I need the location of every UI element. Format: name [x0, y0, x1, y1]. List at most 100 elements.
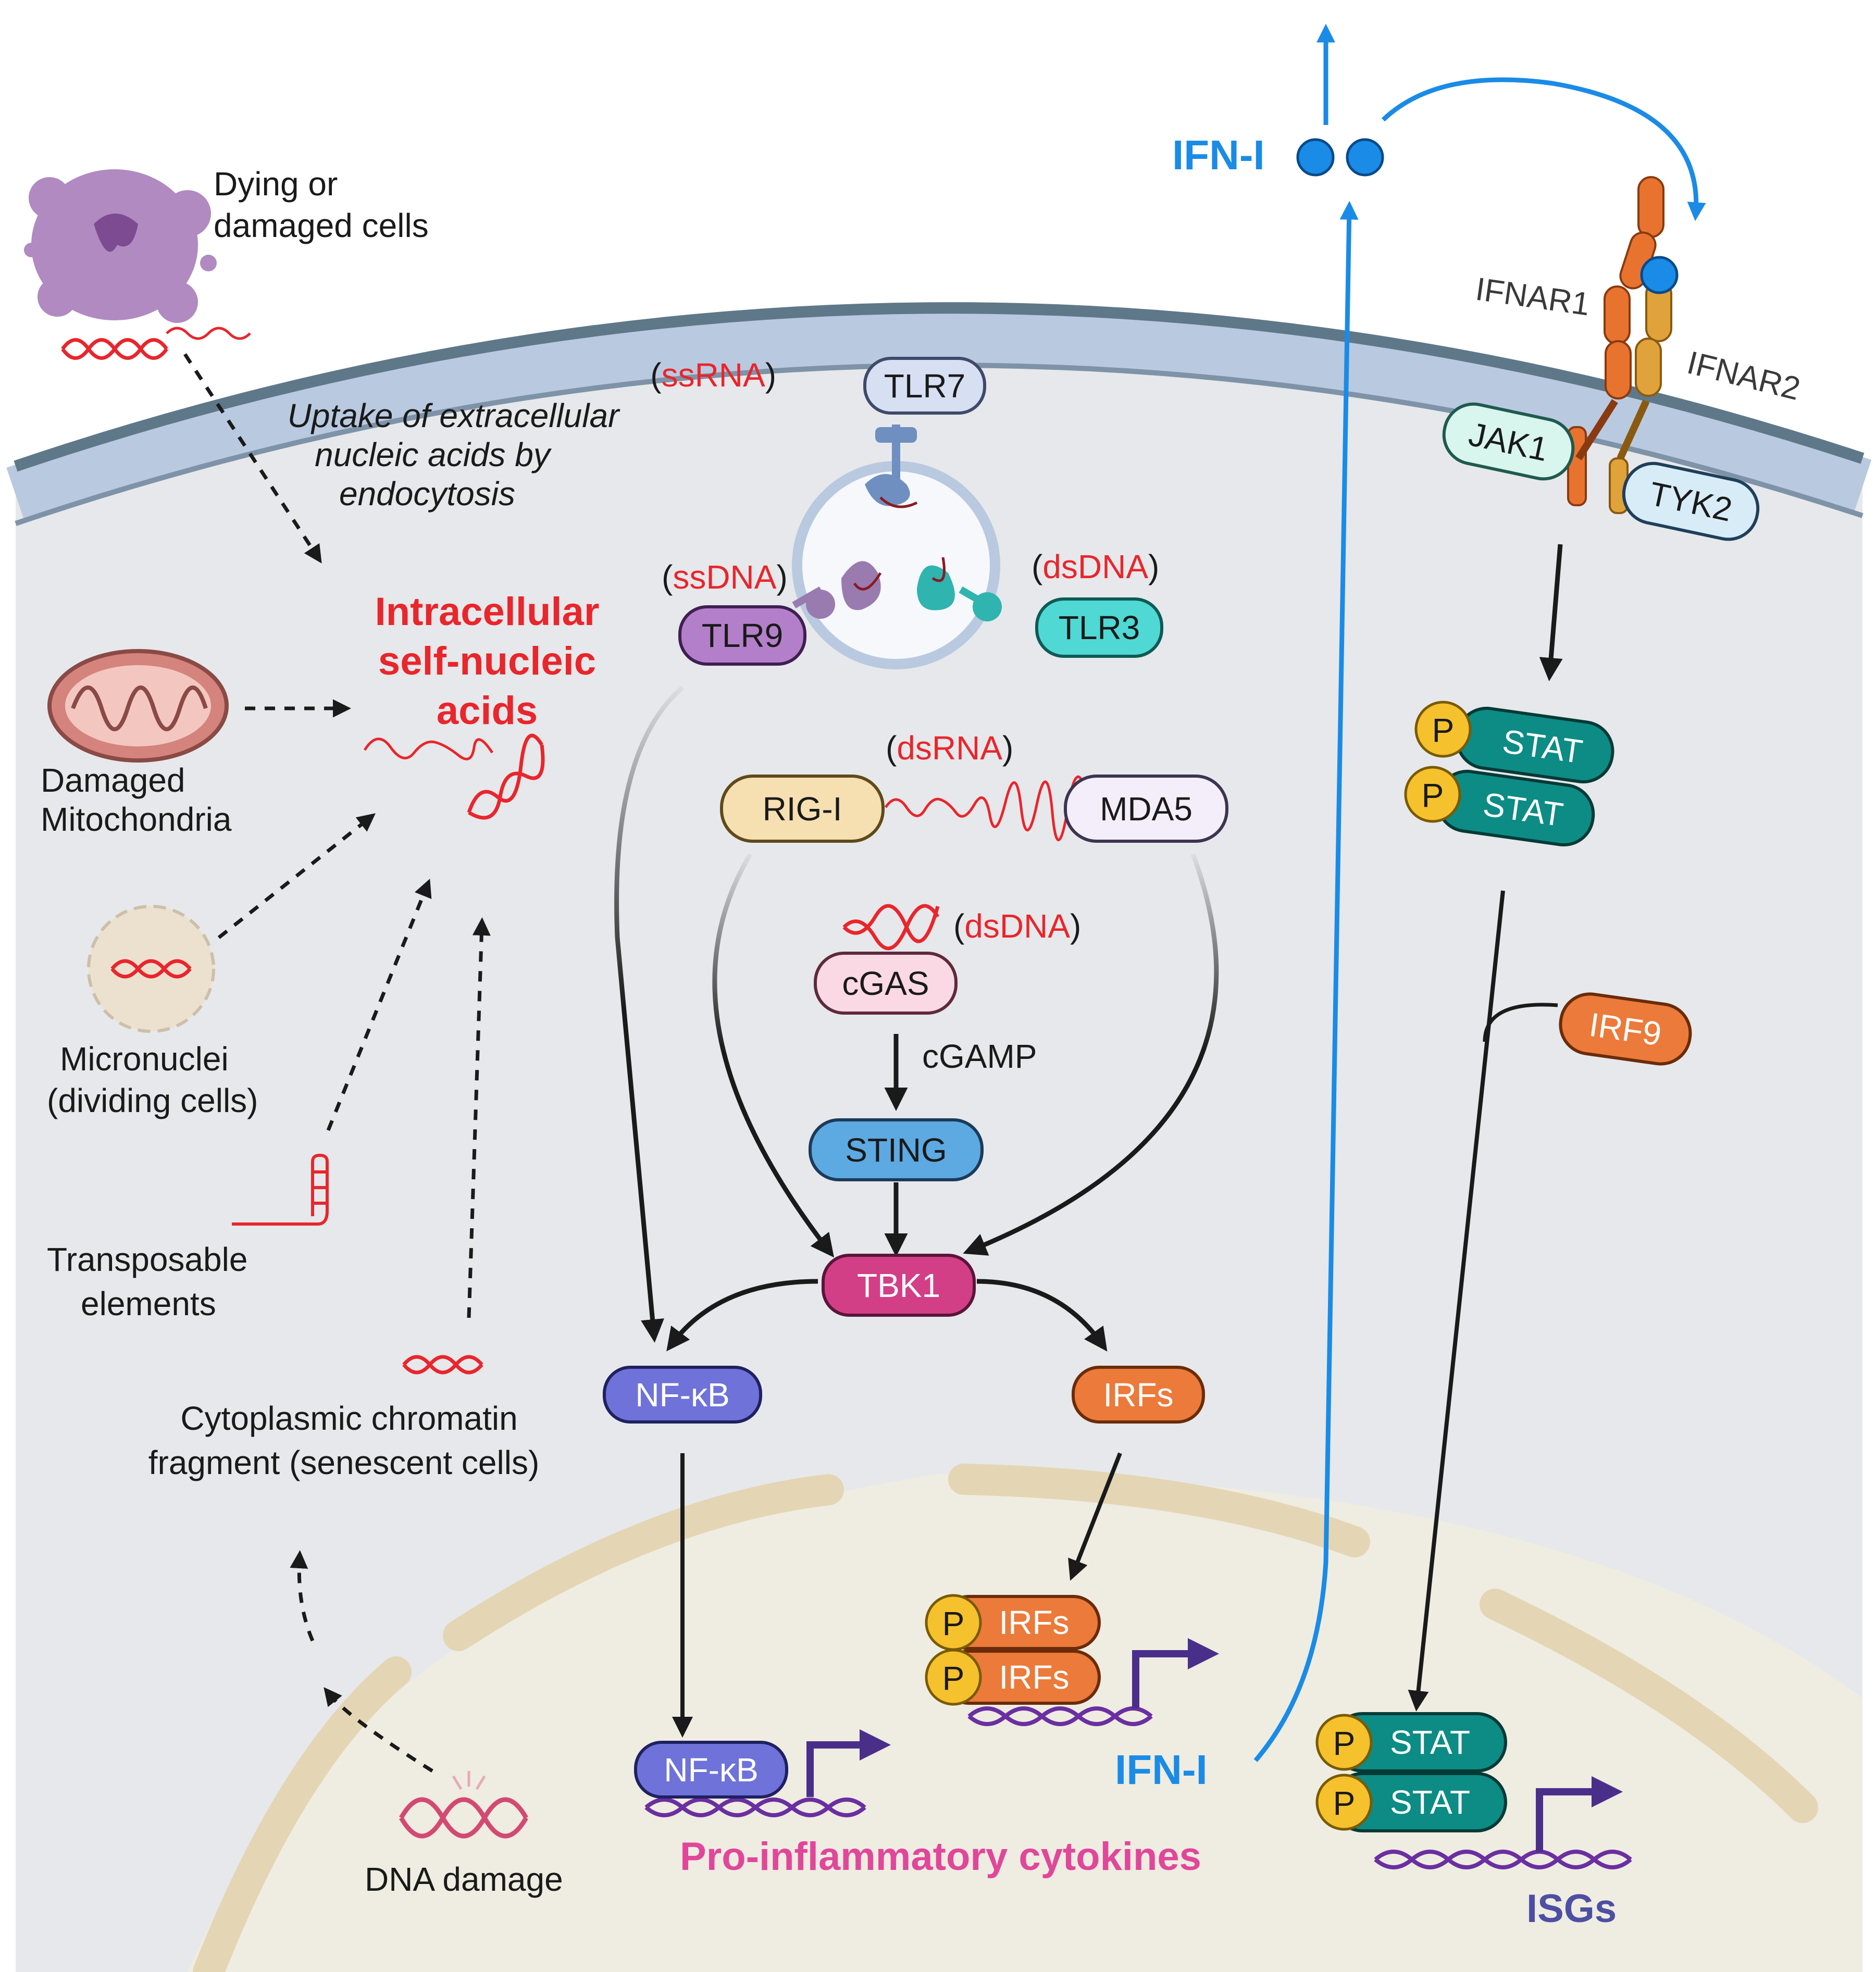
phospho-stat-upper — [1414, 701, 1472, 758]
svg-text:endocytosis: endocytosis — [339, 475, 515, 513]
nfkb-label: NF-κB — [635, 1376, 729, 1414]
ifnar2-transmembrane — [1617, 400, 1650, 460]
uptake-label-line1: Uptake of extracellular — [288, 397, 620, 434]
cgas-pill — [814, 952, 958, 1015]
rig1-to-tbk1-arrow — [712, 853, 835, 1258]
tlr7-receptor-icon — [865, 425, 918, 508]
phospho-stat-upper-label: P — [1432, 712, 1455, 749]
irfs-gene-dna-icon — [967, 1706, 1153, 1726]
phospho-stat-nuclear-upper-label: P — [1333, 1725, 1356, 1762]
ifnar1-label: IFNAR1 — [1473, 271, 1592, 323]
sting-pill — [809, 1118, 984, 1181]
mda5-pill — [1064, 775, 1228, 843]
svg-text:(ssDNA): (ssDNA) — [662, 558, 788, 596]
damaged-dna-icon — [399, 1797, 528, 1839]
tlr3-pill — [1035, 597, 1163, 658]
phospho-stat-nuclear-lower-label: P — [1333, 1784, 1356, 1822]
micronucleus-dna-icon — [110, 959, 192, 979]
ssrna-paren-close: ) — [765, 356, 776, 394]
tbk1-pill — [822, 1254, 976, 1317]
svg-text:(dsDNA): (dsDNA) — [953, 907, 1081, 945]
svg-text:nucleic acids by: nucleic acids by — [315, 436, 552, 473]
extracellular-rna-icon — [166, 327, 251, 340]
micronucleus-icon — [87, 905, 215, 1033]
phospho-irf-lower — [925, 1649, 982, 1706]
phospho-irf-lower-label: P — [942, 1659, 965, 1697]
ifnar2-label: IFNAR2 — [1684, 345, 1804, 407]
ssdna-paren-open: ( — [662, 558, 673, 596]
nuclear-envelope-segment — [1480, 1589, 1818, 1823]
tbk1-to-nfkb-arrow — [666, 1279, 818, 1352]
svg-text:Micronuclei: Micronuclei — [60, 1040, 229, 1078]
dying-cells-label-line2: damaged cells — [214, 207, 429, 244]
intracellular-label-line1: Intracellular — [375, 590, 600, 634]
isg-promoter-arrowhead-icon — [1592, 1776, 1623, 1807]
svg-text:fragment (senescent cells): fragment (senescent cells) — [148, 1444, 540, 1481]
tbk1-to-irfs-arrow — [976, 1279, 1108, 1352]
plasma-membrane-outer — [14, 302, 1865, 472]
nfkb-nuclear-pill — [634, 1741, 788, 1799]
pro-inflammatory-label: Pro-inflammatory cytokines — [680, 1834, 1201, 1879]
phospho-irf-upper-label: P — [942, 1605, 965, 1642]
irfs-nuclear-label-lower: IRFs — [999, 1658, 1069, 1696]
svg-text:acids: acids — [437, 689, 538, 733]
ifn-secretion-arrow — [1253, 201, 1359, 1762]
tlr9-pill — [678, 605, 806, 666]
extracellular-dna-icon — [61, 338, 168, 360]
rig1-pill — [720, 775, 885, 843]
transposable-label-line2: elements — [81, 1285, 216, 1322]
ifn-molecule — [1296, 138, 1335, 177]
self-dna-icon — [467, 733, 545, 820]
irfs-label: IRFs — [1103, 1376, 1173, 1414]
tlr9-label: TLR9 — [702, 617, 784, 654]
micronuclei-label-line2: (dividing cells) — [47, 1082, 258, 1119]
dsrna-paren-open: ( — [886, 729, 897, 767]
isg-dna-icon — [1374, 1850, 1632, 1869]
mitochondria-label-line2: Mitochondria — [41, 801, 232, 838]
svg-text:Transposable: Transposable — [47, 1241, 247, 1278]
transposable-arrow — [326, 879, 432, 1131]
mitochondria-icon — [47, 649, 229, 763]
dsrna-paren-close: ) — [1002, 729, 1013, 767]
intracellular-label-line2: self-nucleic — [378, 639, 596, 683]
cgamp-label: cGAMP — [922, 1038, 1037, 1075]
svg-text:elements: elements — [81, 1285, 216, 1322]
irfs-nuclear-label-upper: IRFs — [999, 1604, 1069, 1641]
svg-text:Damaged: Damaged — [41, 762, 185, 799]
mda5-label: MDA5 — [1100, 790, 1192, 828]
micronuclei-label-line1: Micronuclei — [60, 1040, 229, 1078]
dsdna-cgas-paren-close: ) — [1070, 907, 1081, 945]
phospho-stat-lower — [1404, 766, 1461, 823]
irf9-join-line — [1483, 1003, 1558, 1042]
isgs-label: ISGs — [1526, 1887, 1617, 1931]
svg-text:Uptake of extracellular: Uptake of extracellular — [288, 397, 620, 434]
dsdna-tlr3-label: dsDNA — [1042, 548, 1148, 585]
svg-text:DNA damage: DNA damage — [365, 1861, 563, 1898]
irfs-to-nucleus-arrow — [1068, 1452, 1122, 1581]
dsdna-tlr3-paren-close: ) — [1148, 548, 1159, 585]
plasma-membrane-inner — [6, 308, 1872, 522]
dsdna-tlr3-paren-open: ( — [1032, 548, 1042, 585]
transposable-label-line1: Transposable — [47, 1241, 247, 1278]
chromatin-fragment-icon — [402, 1355, 483, 1375]
svg-text:damaged cells: damaged cells — [214, 207, 429, 244]
chromatin-arrow — [467, 917, 491, 1318]
svg-text:(ssRNA): (ssRNA) — [650, 356, 776, 394]
phospho-stat-nuclear-lower — [1315, 1774, 1373, 1831]
rig1-label: RIG-I — [763, 790, 842, 828]
tlr3-receptor-icon — [917, 557, 1002, 621]
irf9-pill — [1559, 992, 1692, 1066]
svg-text:Mitochondria: Mitochondria — [41, 801, 232, 838]
dna-damage-arrow-upper — [290, 1550, 315, 1642]
uptake-label-line2: nucleic acids by — [315, 436, 552, 473]
cgas-label: cGAS — [842, 965, 929, 1002]
phospho-stat-nuclear-upper — [1315, 1714, 1373, 1771]
svg-text:Dying or: Dying or — [214, 165, 338, 203]
tlr9-to-nfkb-arrow — [614, 685, 684, 1343]
ifnar1-receptor-icon — [1567, 176, 1664, 506]
irfs-pill — [1072, 1366, 1205, 1424]
cgas-dsdna-icon — [842, 904, 940, 951]
nfkb-nuclear-label: NF-κB — [664, 1751, 758, 1789]
intracellular-label-line3: acids — [437, 689, 538, 733]
